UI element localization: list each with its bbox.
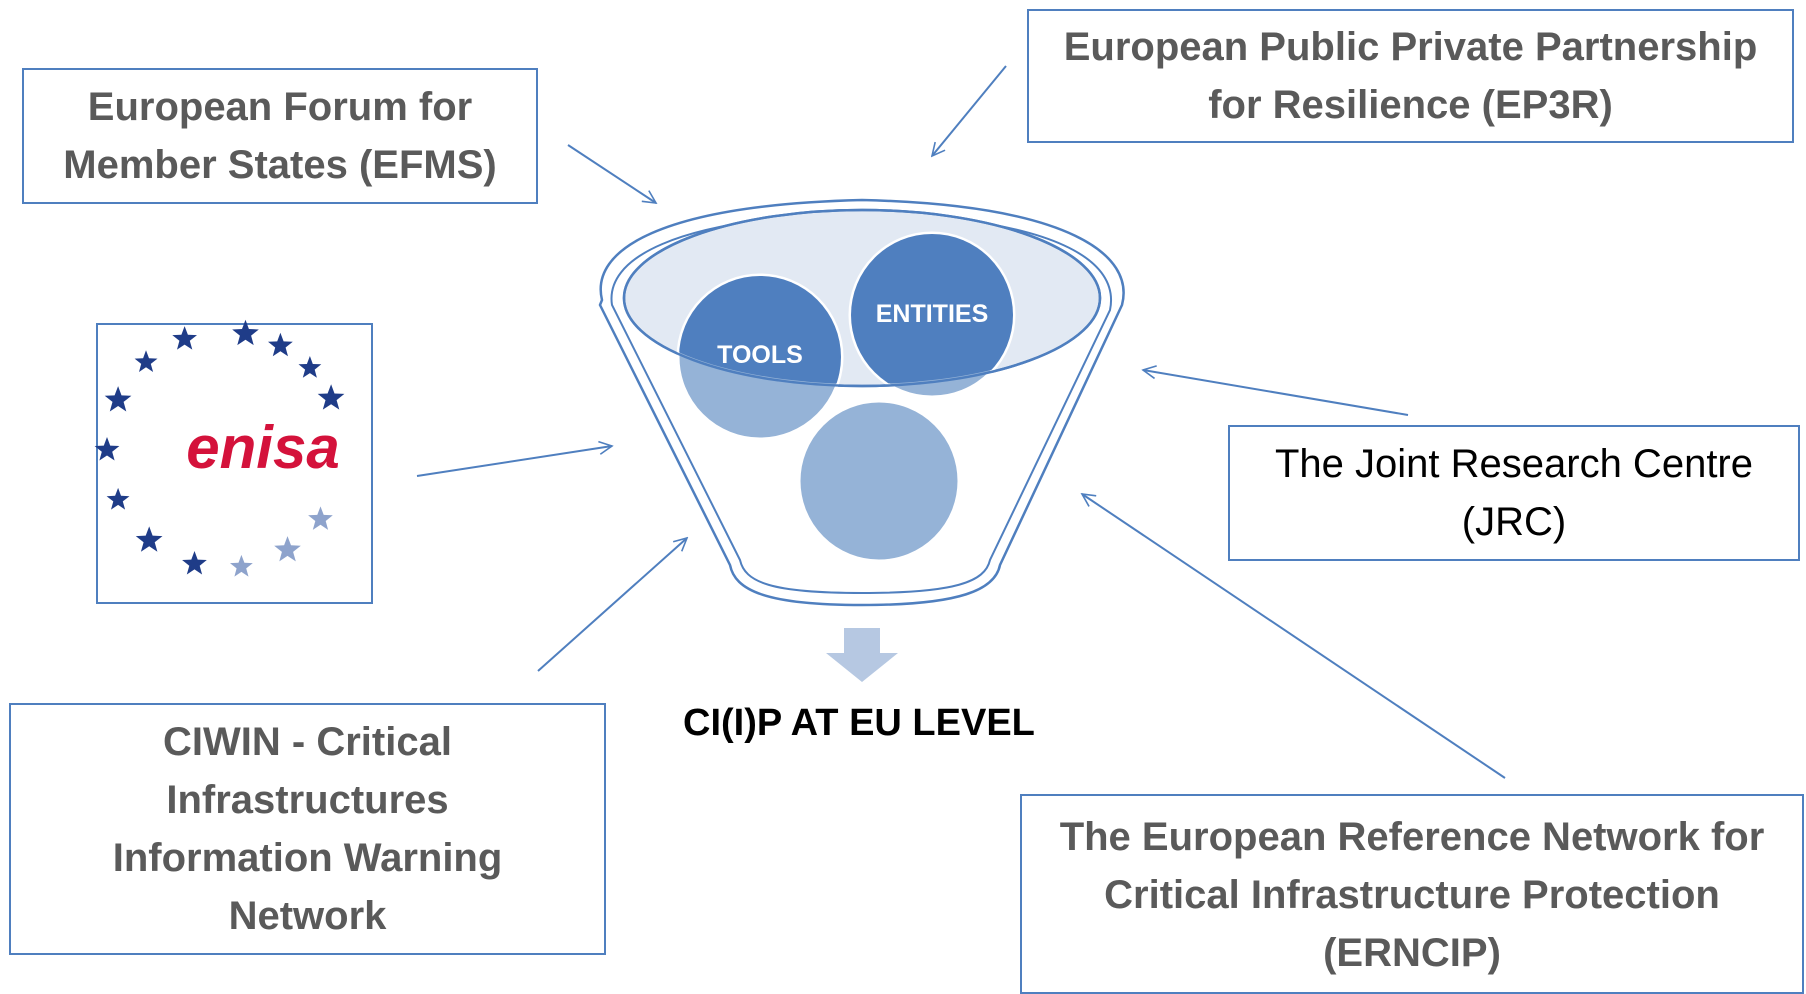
ciwin-box: CIWIN - Critical Infrastructures Informa… bbox=[9, 703, 606, 955]
ciwin-label: CIWIN - Critical Infrastructures Informa… bbox=[112, 720, 503, 938]
efms-arrow bbox=[567, 144, 656, 203]
output-label: CI(I)P AT EU LEVEL bbox=[683, 702, 1035, 744]
star-icon bbox=[172, 326, 197, 350]
star-icon bbox=[230, 554, 253, 577]
efms-box: European Forum for Member States (EFMS) bbox=[22, 68, 538, 204]
erncip-box: The European Reference Network for Criti… bbox=[1020, 794, 1804, 994]
eu-stars-icon bbox=[94, 319, 345, 577]
star-icon bbox=[274, 536, 301, 562]
star-icon bbox=[134, 350, 158, 372]
ep3r-arrow bbox=[932, 65, 1007, 156]
enisa-logo-text: enisa bbox=[186, 414, 339, 481]
star-icon bbox=[317, 384, 345, 410]
output-arrow-icon bbox=[826, 628, 898, 682]
star-icon bbox=[232, 319, 259, 346]
ciwin-arrow bbox=[537, 538, 687, 672]
star-icon bbox=[182, 551, 207, 575]
ep3r-box: European Public Private Partnership for … bbox=[1027, 9, 1794, 143]
jrc-arrow bbox=[1143, 370, 1409, 416]
enisa-arrow bbox=[416, 446, 612, 477]
ep3r-label: European Public Private Partnership for … bbox=[1063, 25, 1758, 127]
star-icon bbox=[298, 356, 322, 378]
star-icon bbox=[106, 487, 130, 510]
star-icon bbox=[104, 386, 132, 412]
erncip-arrow bbox=[1082, 494, 1506, 779]
enisa-logo-frame bbox=[96, 323, 373, 604]
funnel-inner bbox=[610, 211, 1113, 595]
jrc-label: The Joint Research Centre (JRC) bbox=[1274, 442, 1753, 544]
bottom-circle bbox=[797, 399, 961, 563]
jrc-box: The Joint Research Centre (JRC) bbox=[1228, 425, 1800, 561]
star-icon bbox=[135, 526, 163, 552]
star-icon bbox=[94, 437, 120, 461]
entities-label: ENTITIES bbox=[876, 300, 989, 328]
tools-label: TOOLS bbox=[717, 341, 803, 369]
star-icon bbox=[268, 332, 293, 357]
star-icon bbox=[308, 506, 333, 530]
erncip-label: The European Reference Network for Criti… bbox=[1059, 815, 1765, 975]
efms-label: European Forum for Member States (EFMS) bbox=[63, 85, 497, 187]
